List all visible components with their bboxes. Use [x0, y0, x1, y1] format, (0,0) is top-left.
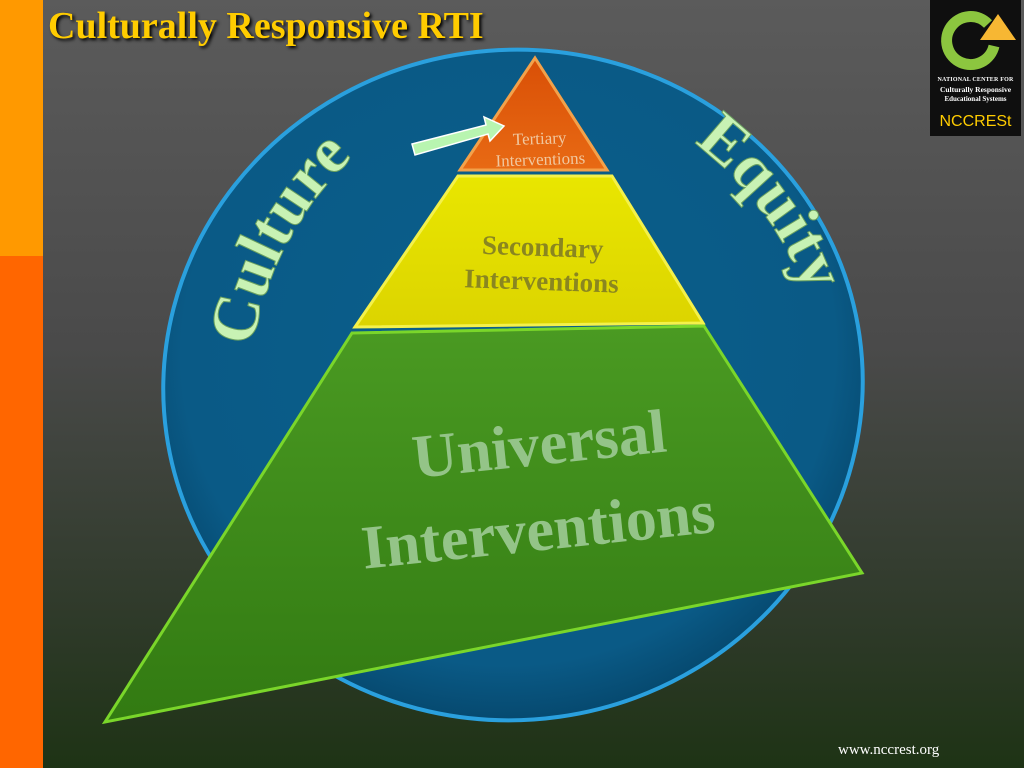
accent-bar-top — [0, 0, 43, 256]
logo-line2: Culturally Responsive — [939, 85, 1012, 94]
slide-title: Culturally Responsive RTI — [48, 5, 484, 47]
nccrest-logo: NATIONAL CENTER FOR Culturally Responsiv… — [930, 0, 1021, 136]
tertiary-label-line2: Interventions — [495, 148, 585, 170]
pointer-arrow — [411, 115, 506, 156]
universal-tier — [101, 324, 865, 725]
nccrest-logo-icon — [941, 11, 1016, 71]
secondary-label-line1: Secondary — [481, 230, 604, 264]
tertiary-label-line1: Tertiary — [513, 128, 568, 149]
logo-name: NCCRESt — [939, 113, 1012, 130]
secondary-tier — [352, 174, 706, 329]
footer-url: www.nccrest.org — [838, 742, 940, 758]
secondary-label-line2: Interventions — [464, 263, 619, 298]
accent-bar-bottom — [0, 256, 43, 768]
logo-line1: NATIONAL CENTER FOR — [937, 77, 1014, 83]
logo-line3: Educational Systems — [944, 95, 1007, 103]
tertiary-tier — [457, 55, 610, 172]
